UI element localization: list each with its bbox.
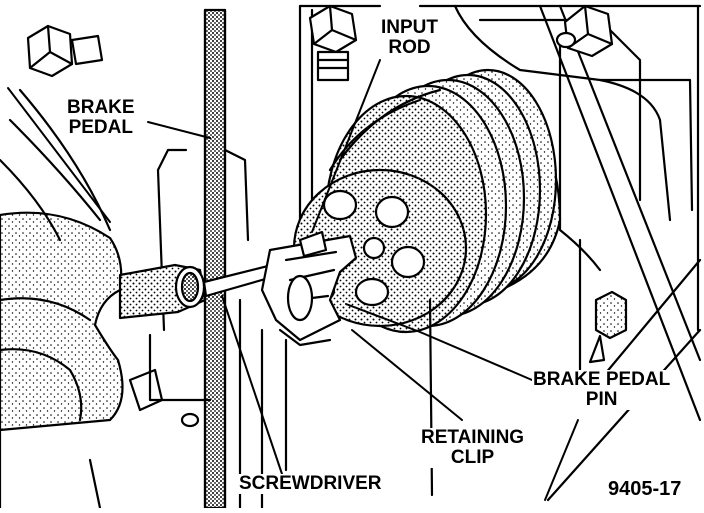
figure-number: 9405-17 [608,478,682,500]
label-brake-pedal-pin-line1: BRAKE PEDAL [533,369,671,390]
label-brake-pedal: BRAKE PEDAL [66,98,136,138]
label-retaining-clip-line2: CLIP [450,447,495,468]
hand [0,88,164,510]
label-brake-pedal-line1: BRAKE [67,97,135,118]
label-screwdriver-text: SCREWDRIVER [239,473,382,494]
label-screwdriver: SCREWDRIVER [238,474,383,494]
label-brake-pedal-pin: BRAKE PEDAL PIN [532,369,672,410]
label-brake-pedal-line2: PEDAL [68,117,133,138]
label-brake-pedal-pin-line2: PIN [585,389,618,410]
lower-right-bolt [588,290,628,364]
label-retaining-clip: RETAINING CLIP [420,427,526,468]
label-input-rod-line1: INPUT [381,17,438,38]
retaining-clip-assembly [260,230,358,347]
firewall-bracket [298,4,702,502]
leader-lines [7,59,579,501]
label-input-rod: INPUT ROD [380,18,439,58]
label-retaining-clip-line1: RETAINING [421,427,525,448]
brake-pedal-arm [156,8,250,510]
upper-mounting-nut-left [308,4,358,82]
upper-mounting-nut-right [555,4,614,58]
label-input-rod-line2: ROD [388,37,431,58]
corner-bolt [26,24,104,78]
